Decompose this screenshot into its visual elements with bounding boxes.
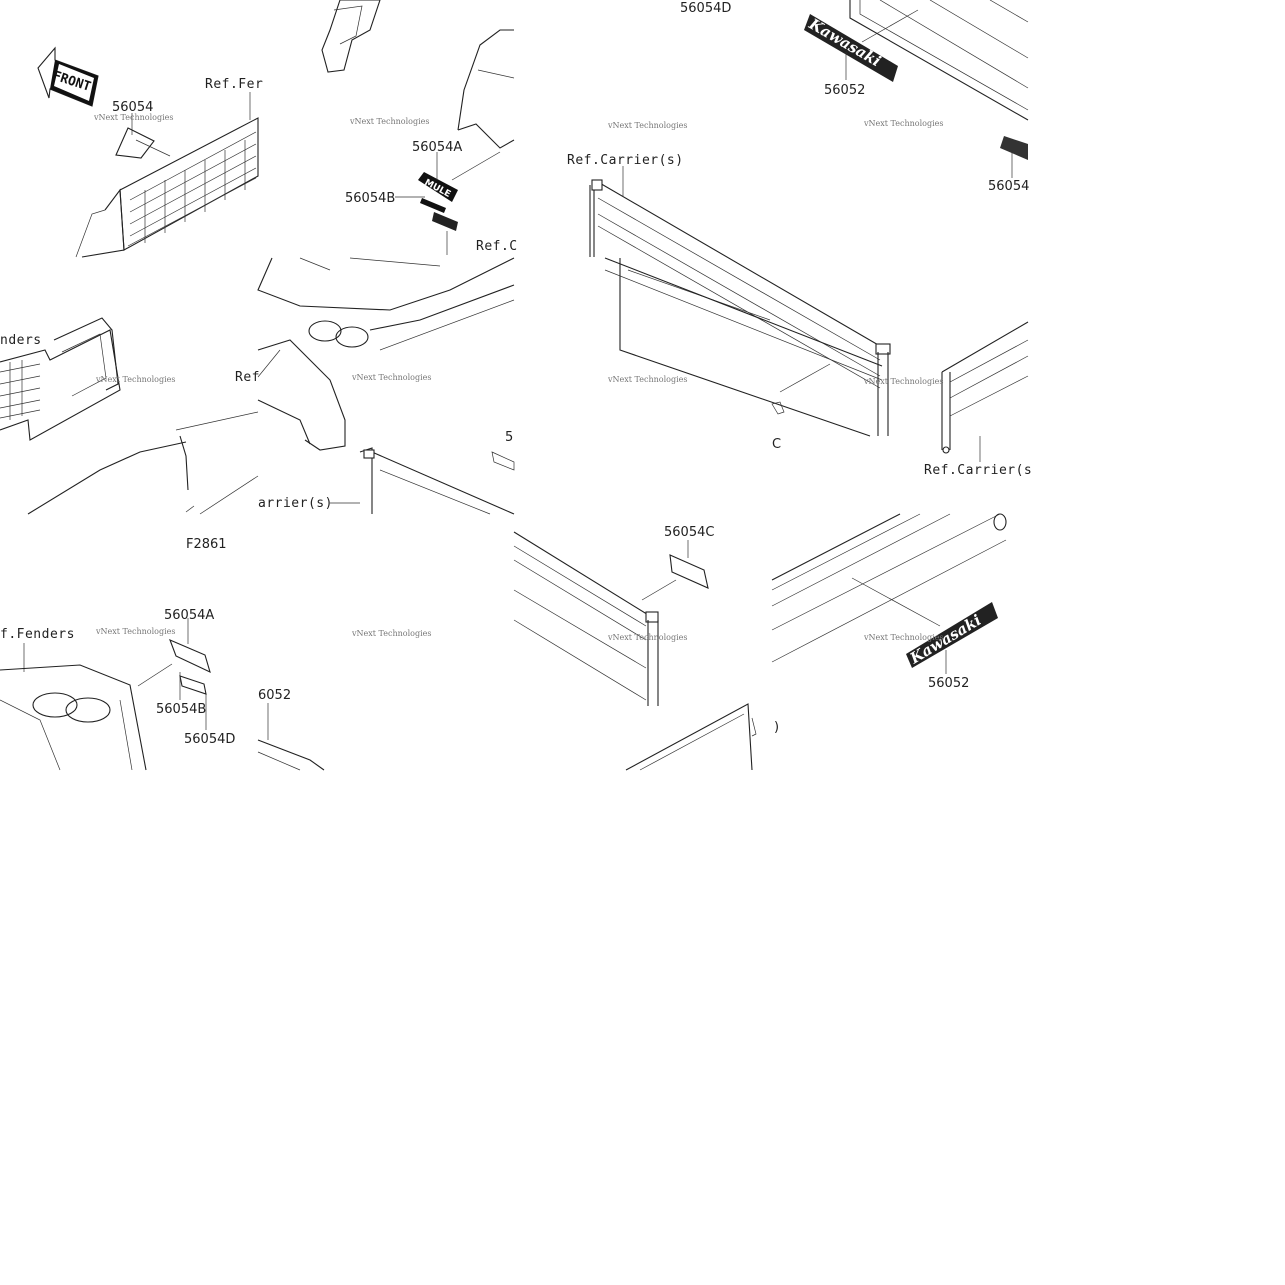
carrier-right-assembly: Ref.Carrier(s (924, 321, 1032, 478)
ref-carrier-right-label: Ref.Carrier(s (924, 463, 1032, 478)
carrier-top-assembly: 56054D Ref.Carrier(s) (567, 1, 881, 389)
front-arrow-icon: FRONT (37, 46, 99, 107)
watermark-text: vNext Technologies (607, 121, 687, 130)
ref-label: Ref (235, 370, 260, 385)
part-5-cut-label: 5 (505, 430, 513, 445)
carrier-56054C-assembly: 56054C (513, 525, 757, 771)
part-56052-bottom-label: 56052 (928, 676, 969, 691)
watermark-text: vNext Technologies (351, 629, 431, 638)
front-grille-assembly: FRONT 56054 Ref.Fer (37, 46, 263, 258)
watermark-text: vNext Technologies (863, 377, 943, 386)
watermark-text: vNext Technologies (863, 119, 943, 128)
watermarks: vNext Technologies vNext Technologies vN… (93, 113, 943, 642)
mule-badge-assembly: MULE 56054A 56054B Ref.C (321, 0, 518, 255)
part-56054B-label: 56054B (345, 191, 395, 206)
part-56054D-bottom-label: 56054D (184, 732, 235, 747)
fenders-grille-assembly: nders (0, 317, 259, 515)
watermark-text: vNext Technologies (351, 373, 431, 382)
fenders-decals-assembly: F2861 f.Fenders 56054A 56054B 56054D (0, 537, 235, 771)
part-56054A-bottom-label: 56054A (164, 608, 214, 623)
carrier-cut-assembly: 6052 (257, 688, 325, 771)
part-56054D-label: 56054D (680, 1, 731, 16)
dashboard-assembly: Ref arrier(s) 5 (235, 257, 515, 515)
mule-badge-decal: MULE (418, 172, 458, 231)
ref-c-label: Ref.C (476, 239, 518, 254)
watermark-text: vNext Technologies (607, 633, 687, 642)
part-56054-cut-label: 56054 (988, 179, 1029, 194)
part-56054B-bottom-label: 56054B (156, 702, 206, 717)
c-cut-label: C (772, 437, 781, 452)
watermark-text: vNext Technologies (95, 627, 175, 636)
watermark-text: vNext Technologies (349, 117, 429, 126)
part-56054-label: 56054 (112, 100, 153, 115)
ref-fenders-bottom-label: f.Fenders (0, 627, 75, 642)
kawasaki-upper-text: Kawasaki (805, 14, 884, 70)
paren-cut-label: ) (774, 720, 779, 735)
figure-code-label: F2861 (186, 537, 227, 552)
watermark-text: vNext Technologies (863, 633, 943, 642)
part-56054A-label: 56054A (412, 140, 462, 155)
part-56052-label: 56052 (824, 83, 865, 98)
kawasaki-decal-upper: Kawasaki (804, 14, 898, 82)
part-56054C-label: 56054C (664, 525, 714, 540)
kawasaki-lower-assembly: ) Kawasaki 56052 (771, 513, 1007, 735)
ref-carrier-main-label: Ref.Carrier(s) (567, 153, 684, 168)
ref-carrier-cut-label: arrier(s) (258, 496, 333, 511)
kawasaki-upper-assembly: Kawasaki 56052 56054 (804, 0, 1029, 194)
ref-fenders-left-label: nders (0, 333, 42, 348)
watermark-text: vNext Technologies (93, 113, 173, 122)
carrier-side-assembly: C (604, 257, 891, 452)
watermark-text: vNext Technologies (607, 375, 687, 384)
ref-fenders-label: Ref.Fer (205, 77, 263, 92)
watermark-text: vNext Technologies (95, 375, 175, 384)
part-6052-cut-label: 6052 (258, 688, 291, 703)
